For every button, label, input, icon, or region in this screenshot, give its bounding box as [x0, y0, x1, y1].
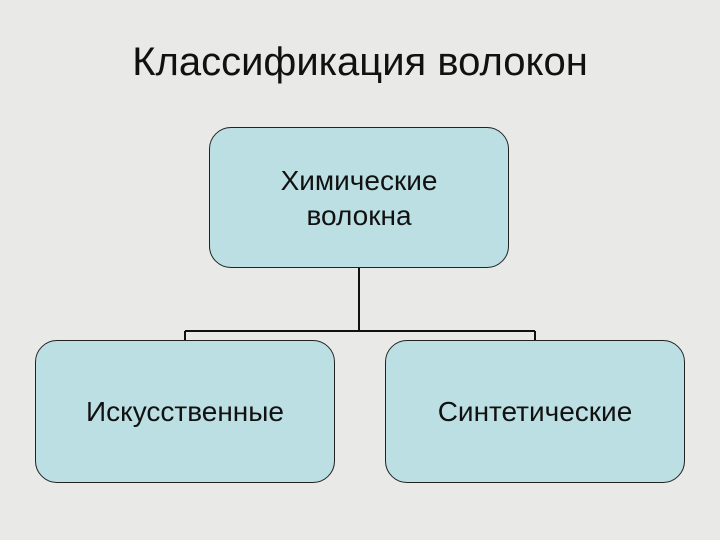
node-artificial-label: Искусственные [86, 395, 284, 427]
node-chemical-fibers: Химические волокна [209, 127, 509, 268]
slide-title: Классификация волокон [132, 40, 588, 84]
node-artificial: Искусственные [35, 340, 335, 483]
node-synthetic-label: Синтетические [437, 395, 633, 427]
node-synthetic: Синтетические [385, 340, 685, 483]
node-chemical-fibers-label: Химические волокна [280, 164, 438, 231]
